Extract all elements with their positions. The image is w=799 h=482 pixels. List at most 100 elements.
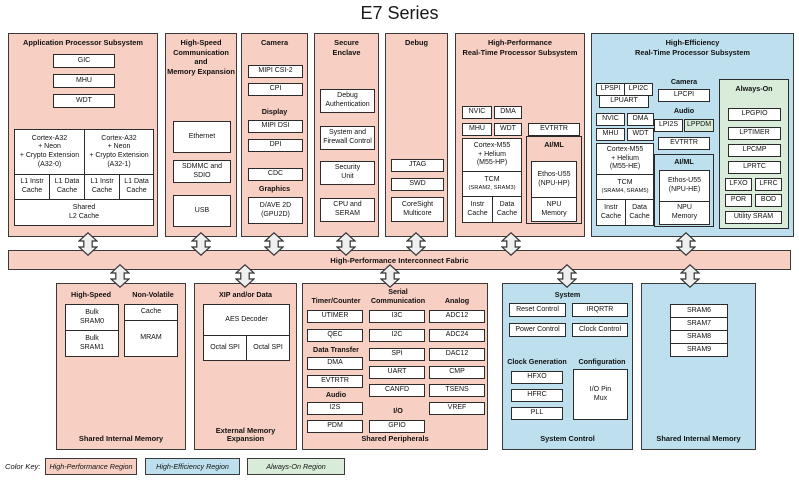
lpgpio-box: LPGPIO <box>728 108 781 121</box>
ethos-u55-hp-box: Ethos-U55 (NPU-HP) <box>531 161 577 198</box>
wdt-box: WDT <box>53 94 115 108</box>
mhu-box: MHU <box>596 128 625 141</box>
tcm-label: TCM <box>484 176 500 184</box>
lptimer-box: LPTIMER <box>728 127 781 140</box>
mipi-dsi-box: MIPI DSI <box>248 120 303 133</box>
system-firewall-control-box: System and Firewall Control <box>320 126 375 150</box>
cortex-m55-hp-box: Cortex-M55 + Helium (M55-HP) <box>462 138 522 172</box>
external-memory-expansion: XIP and/or Data AES Decoder Octal SPI Oc… <box>194 283 297 450</box>
utility-sram-box: Utility SRAM <box>725 211 782 224</box>
tcm-box: TCM (SRAM4, SRAM5) <box>596 174 654 200</box>
block-title: Shared Peripherals <box>361 434 429 444</box>
evtrtr-box: EVTRTR <box>307 375 363 388</box>
uart-box: UART <box>369 366 425 379</box>
always-on-region: Always-On LPGPIO LPTIMER LPCMP LPRTC LFX… <box>719 79 789 229</box>
block-title: System Control <box>540 434 595 444</box>
utimer-box: UTIMER <box>307 310 363 323</box>
data-cache-box: Data Cache <box>492 196 522 223</box>
block-title: Application Processor Subsystem <box>23 38 143 47</box>
bulk-sram1-box: Bulk SRAM1 <box>65 330 119 357</box>
hfrc-box: HFRC <box>511 389 563 402</box>
block-title: High-Performance Real-Time Processor Sub… <box>462 38 578 57</box>
non-volatile-header: Non-Volatile <box>132 290 174 299</box>
dac12-box: DAC12 <box>429 348 485 361</box>
fabric-label: High-Performance Interconnect Fabric <box>330 255 469 265</box>
mhu-box: MHU <box>53 74 115 88</box>
bidirectional-arrow <box>676 232 696 256</box>
power-control-box: Power Control <box>509 323 566 337</box>
system-control: System Reset Control IRQRTR Power Contro… <box>502 283 633 450</box>
cortex-m55-he-box: Cortex-M55 + Helium (M55-HE) <box>596 143 654 175</box>
shared-peripherals: Timer/Counter UTIMER QEC Data Transfer D… <box>302 283 488 450</box>
swd-box: SWD <box>391 178 444 191</box>
tcm-label: TCM <box>617 179 633 187</box>
l1-data-cache-box: L1 Data Cache <box>119 174 154 200</box>
tcm-sram-label: (SRAM4, SRAM5) <box>601 188 649 195</box>
l1-data-cache-box: L1 Data Cache <box>49 174 85 200</box>
octal-spi-box: Octal SPI <box>203 335 247 361</box>
wdt-box: WDT <box>627 128 654 141</box>
diagram-title: E7 Series <box>360 3 439 23</box>
instr-cache-box: Instr Cache <box>462 196 493 223</box>
dma-box: DMA <box>494 106 522 119</box>
ethernet-box: Ethernet <box>173 121 231 153</box>
io-pin-mux-box: I/O Pin Mux <box>573 369 628 420</box>
cortex-a32-0-box: Cortex-A32 + Neon + Crypto Extension (A3… <box>14 129 85 175</box>
shared-l2-cache-box: Shared L2 Cache <box>14 199 154 226</box>
jtag-box: JTAG <box>391 159 444 172</box>
usb-box: USB <box>173 195 231 227</box>
cortex-a32-1-box: Cortex-A32 + Neon + Crypto Extension (A3… <box>84 129 154 175</box>
security-unit-box: Security Unit <box>320 161 375 185</box>
lprtc-box: LPRTC <box>728 161 781 174</box>
evtrtr-box: EVTRTR <box>528 123 580 136</box>
io-header: I/O <box>393 406 403 415</box>
lpi2s-box: LPI2S <box>654 119 683 132</box>
i2s-box: I2S <box>307 402 363 415</box>
aiml-sub-block: AI/ML Ethos-U55 (NPU-HP) NPU Memory <box>526 136 582 224</box>
aiml-header: AI/ML <box>544 140 564 149</box>
cmp-box: CMP <box>429 366 485 379</box>
debug-authentication-box: Debug Authentication <box>320 89 375 113</box>
ethos-u55-he-box: Ethos-U55 (NPU-HE) <box>659 170 710 202</box>
timer-counter-header: Timer/Counter <box>311 296 361 305</box>
bidirectional-arrow <box>110 264 130 288</box>
color-key-high-efficiency: High-Efficiency Region <box>145 458 240 475</box>
cache-box: Cache <box>124 304 178 321</box>
block-title: Shared Internal Memory <box>78 434 164 444</box>
npu-memory-box: NPU Memory <box>531 197 577 222</box>
xip-data-header: XIP and/or Data <box>219 290 272 299</box>
block-title: Shared Internal Memory <box>656 434 741 444</box>
high-efficiency-rt-subsystem: High-Efficiency Real-Time Processor Subs… <box>591 33 794 237</box>
display-header: Display <box>261 107 288 116</box>
wdt-box: WDT <box>494 123 522 136</box>
adc24-box: ADC24 <box>429 329 485 342</box>
high-speed-communication-block: High-Speed Communication and Memory Expa… <box>165 33 237 237</box>
cpu-seram-box: CPU and SERAM <box>320 198 375 222</box>
serial-communication-header: Serial Communication <box>370 287 426 305</box>
mipi-csi2-box: MIPI CSI-2 <box>248 65 303 78</box>
high-performance-rt-subsystem: High-Performance Real-Time Processor Sub… <box>455 33 585 237</box>
block-title: External Memory Expansion <box>215 425 276 444</box>
debug-block: Debug JTAG SWD CoreSight Multicore <box>385 33 448 237</box>
qec-box: QEC <box>307 329 363 342</box>
nvic-box: NVIC <box>462 106 492 119</box>
bidirectional-arrow <box>501 232 521 256</box>
lpcpi-box: LPCPI <box>658 89 710 102</box>
bidirectional-arrow <box>680 264 700 288</box>
tcm-sram-label: (SRAM2, SRAM3) <box>468 185 516 192</box>
sram8-box: SRAM8 <box>670 330 728 344</box>
adc12-box: ADC12 <box>429 310 485 323</box>
pdm-box: PDM <box>307 420 363 433</box>
bulk-sram0-box: Bulk SRAM0 <box>65 304 119 331</box>
clock-control-box: Clock Control <box>572 323 628 337</box>
dma-box: DMA <box>307 357 363 370</box>
por-box: POR <box>725 194 752 207</box>
camera-block: Camera MIPI CSI-2 CPI Display MIPI DSI D… <box>241 33 308 237</box>
coresight-multicore-box: CoreSight Multicore <box>391 197 444 222</box>
canfd-box: CANFD <box>369 384 425 397</box>
reset-control-box: Reset Control <box>509 303 566 317</box>
lppdm-box: LPPDM <box>684 119 714 132</box>
shared-internal-memory-hp: High-Speed Non-Volatile Bulk SRAM0 Bulk … <box>56 283 186 450</box>
audio-header: Audio <box>325 390 347 399</box>
dma-box: DMA <box>627 113 654 126</box>
